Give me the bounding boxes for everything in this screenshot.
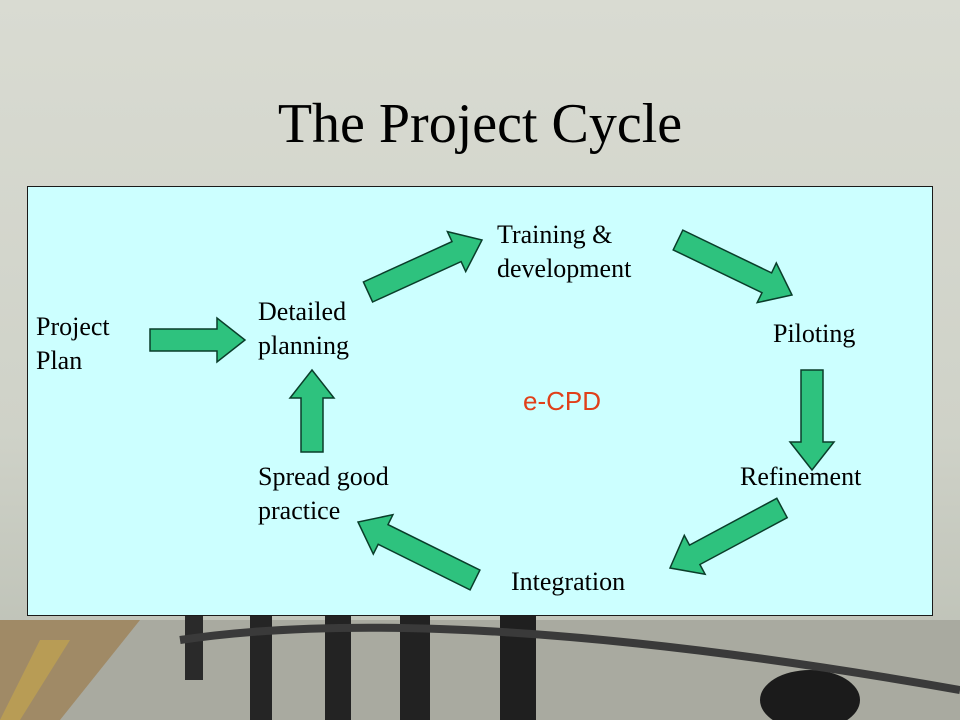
node-project-plan: Project Plan — [36, 310, 110, 378]
arrow-spread-to-detailed — [288, 368, 336, 453]
node-integration-line1: Integration — [511, 567, 626, 596]
node-detailed-planning-line2: planning — [258, 331, 349, 360]
node-spread: Spread good practice — [258, 460, 389, 528]
arrow-plan-to-detailed — [149, 316, 247, 364]
slide-title: The Project Cycle — [277, 93, 683, 155]
node-spread-line1: Spread good — [258, 462, 389, 491]
node-training-line2: development — [497, 254, 632, 283]
center-label: e-CPD — [523, 386, 602, 416]
node-refinement: Refinement — [740, 460, 861, 494]
node-project-plan-line1: Project — [36, 312, 110, 341]
node-training-line1: Training & — [497, 220, 613, 249]
arrow-integration-to-spread — [356, 513, 481, 591]
diagram-panel — [27, 186, 933, 616]
arrow-refinement-to-integration — [668, 497, 789, 576]
arrow-piloting-to-refinement — [788, 369, 836, 472]
node-integration: Integration — [511, 565, 625, 599]
node-project-plan-line2: Plan — [36, 346, 83, 375]
arrow-detailed-to-training — [362, 230, 484, 303]
node-spread-line2: practice — [258, 496, 341, 525]
node-training: Training & development — [497, 218, 631, 286]
node-piloting: Piloting — [773, 317, 855, 351]
node-refinement-line1: Refinement — [740, 462, 862, 491]
node-detailed-planning: Detailed planning — [258, 295, 349, 363]
node-detailed-planning-line1: Detailed — [258, 297, 347, 326]
arrow-training-to-piloting — [672, 229, 794, 304]
node-piloting-line1: Piloting — [773, 319, 856, 348]
